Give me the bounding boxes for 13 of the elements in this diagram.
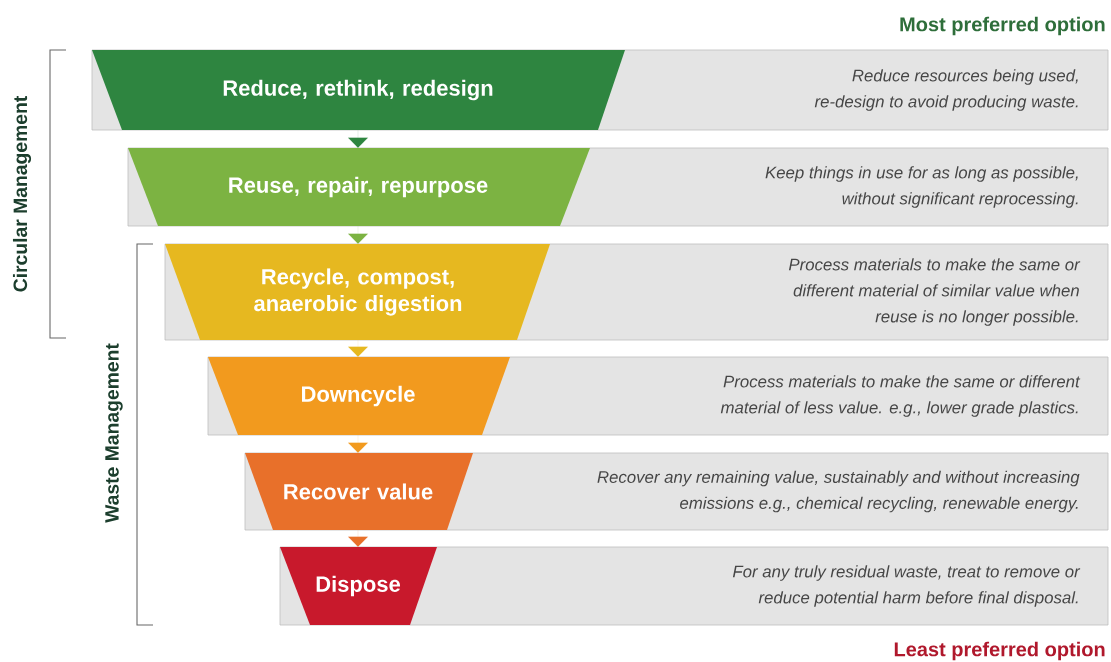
- tier-band: Dispose For any truly residual waste, treat to remove or reduce potential harm before final disposal.: [279, 546, 1109, 626]
- pointer-arrow: [348, 340, 368, 357]
- tier-band: Recycle, compost, anaerobic digestion Process materials to make the same or different material of similar value when reuse is no longer possible.: [164, 243, 1109, 341]
- tier-band: Recover value Recover any remaining value, sustainably and without increasing emissions e.g., chemical recycling, renewable energy.: [244, 452, 1109, 531]
- pointer-arrow: [348, 226, 368, 244]
- pointer-arrow: [348, 435, 368, 453]
- pointer-arrow: [348, 130, 368, 148]
- tier-band: Downcycle Process materials to make the same or different material of less value. e.g., lower grade plastics.: [207, 356, 1109, 436]
- group-label: Waste Management: [105, 343, 123, 523]
- group-label: Circular Management: [12, 95, 32, 292]
- pointer-arrow: [348, 530, 368, 547]
- tier-band: Reduce, rethink, redesign Reduce resources being used, re-design to avoid producing waste.: [91, 49, 1109, 131]
- tier-band: Reuse, repair, repurpose Keep things in use for as long as possible, without significant reprocessing.: [127, 147, 1109, 227]
